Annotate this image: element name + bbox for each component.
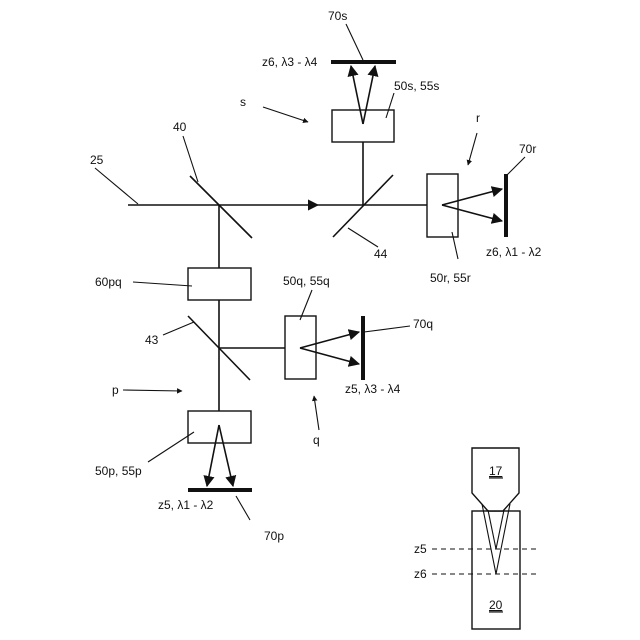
arrow-s <box>263 107 308 122</box>
label-s: s <box>240 95 246 109</box>
arrow-p <box>123 390 182 391</box>
leader-70r <box>506 157 525 176</box>
arrow-r <box>468 133 477 165</box>
label-p: p <box>112 383 119 397</box>
label-20: 20 <box>489 598 503 612</box>
label-70q: 70q <box>413 317 433 331</box>
leader-50p <box>148 432 194 462</box>
leader-60pq <box>133 282 192 286</box>
label-50r-55r: 50r, 55r <box>430 271 471 285</box>
leader-70s <box>346 24 363 60</box>
label-43: 43 <box>145 333 159 347</box>
label-r: r <box>476 111 480 125</box>
label-60pq: 60pq <box>95 275 122 289</box>
label-44: 44 <box>374 247 388 261</box>
label-25: 25 <box>90 153 104 167</box>
lens-50s-55s <box>332 110 394 142</box>
beam-splitter-40 <box>190 176 252 238</box>
label-17: 17 <box>489 464 503 478</box>
label-50q-55q: 50q, 55q <box>283 274 330 288</box>
leader-70q <box>364 326 410 332</box>
label-70s: 70s <box>328 9 347 23</box>
leader-40 <box>183 136 198 182</box>
label-z6: z6 <box>414 567 427 581</box>
element-60pq <box>188 268 251 300</box>
arrow-q <box>314 396 319 430</box>
label-z6-l3-l4: z6, λ3 - λ4 <box>262 55 318 69</box>
leader-70p <box>236 496 250 520</box>
label-70p: 70p <box>264 529 284 543</box>
leader-25 <box>95 168 138 204</box>
leader-44 <box>348 228 378 247</box>
label-50p-55p: 50p, 55p <box>95 464 142 478</box>
label-z5: z5 <box>414 542 427 556</box>
label-z6-l1-l2: z6, λ1 - λ2 <box>486 245 542 259</box>
label-z5-l3-l4: z5, λ3 - λ4 <box>345 382 401 396</box>
label-70r: 70r <box>519 142 536 156</box>
objective-17 <box>472 448 519 511</box>
label-50s-55s: 50s, 55s <box>394 79 439 93</box>
label-z5-l1-l2: z5, λ1 - λ2 <box>158 498 214 512</box>
label-q: q <box>313 433 320 447</box>
label-40: 40 <box>173 120 187 134</box>
leader-43 <box>163 322 194 335</box>
